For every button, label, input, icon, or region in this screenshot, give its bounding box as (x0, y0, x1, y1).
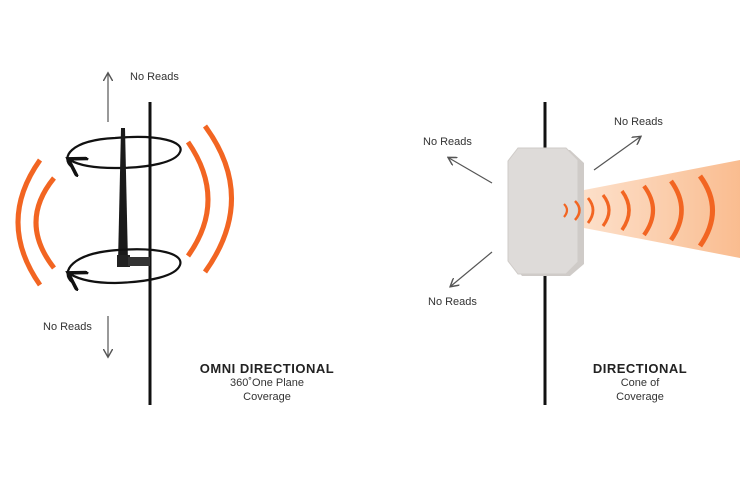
directional-upper-left-arrow (449, 158, 493, 184)
directional-lower-left-arrow (451, 251, 493, 286)
directional-subtitle-line2: Coverage (616, 391, 664, 403)
directional-section (449, 102, 740, 405)
directional-no-reads-upper-left-label: No Reads (423, 136, 472, 148)
omni-no-reads-bottom-label: No Reads (43, 321, 92, 333)
omni-wave-left-inner (33, 176, 56, 270)
omni-subtitle-line1: 360˚One Plane (230, 377, 304, 389)
omni-subtitle-line2: Coverage (243, 391, 291, 403)
omni-wave-left-outer (15, 158, 43, 287)
omni-title: OMNI DIRECTIONAL (199, 361, 335, 376)
omni-section (15, 74, 234, 405)
directional-subtitle-line1: Cone of (620, 377, 660, 389)
omni-wave-right-inner (185, 140, 211, 258)
directional-waves (563, 174, 715, 248)
directional-upper-right-arrow (593, 137, 640, 171)
panel-antenna (507, 147, 584, 276)
directional-title: DIRECTIONAL (592, 361, 688, 376)
directional-no-reads-upper-right-label: No Reads (614, 116, 663, 128)
omni-bottom-rotation-arrow (68, 248, 182, 283)
omni-no-reads-top-label: No Reads (130, 71, 179, 83)
omni-top-rotation-arrow (67, 135, 182, 168)
omni-wave-right-outer (202, 124, 234, 274)
coverage-cone (553, 160, 740, 258)
omni-antenna (117, 128, 150, 267)
directional-no-reads-lower-left-label: No Reads (428, 296, 477, 308)
